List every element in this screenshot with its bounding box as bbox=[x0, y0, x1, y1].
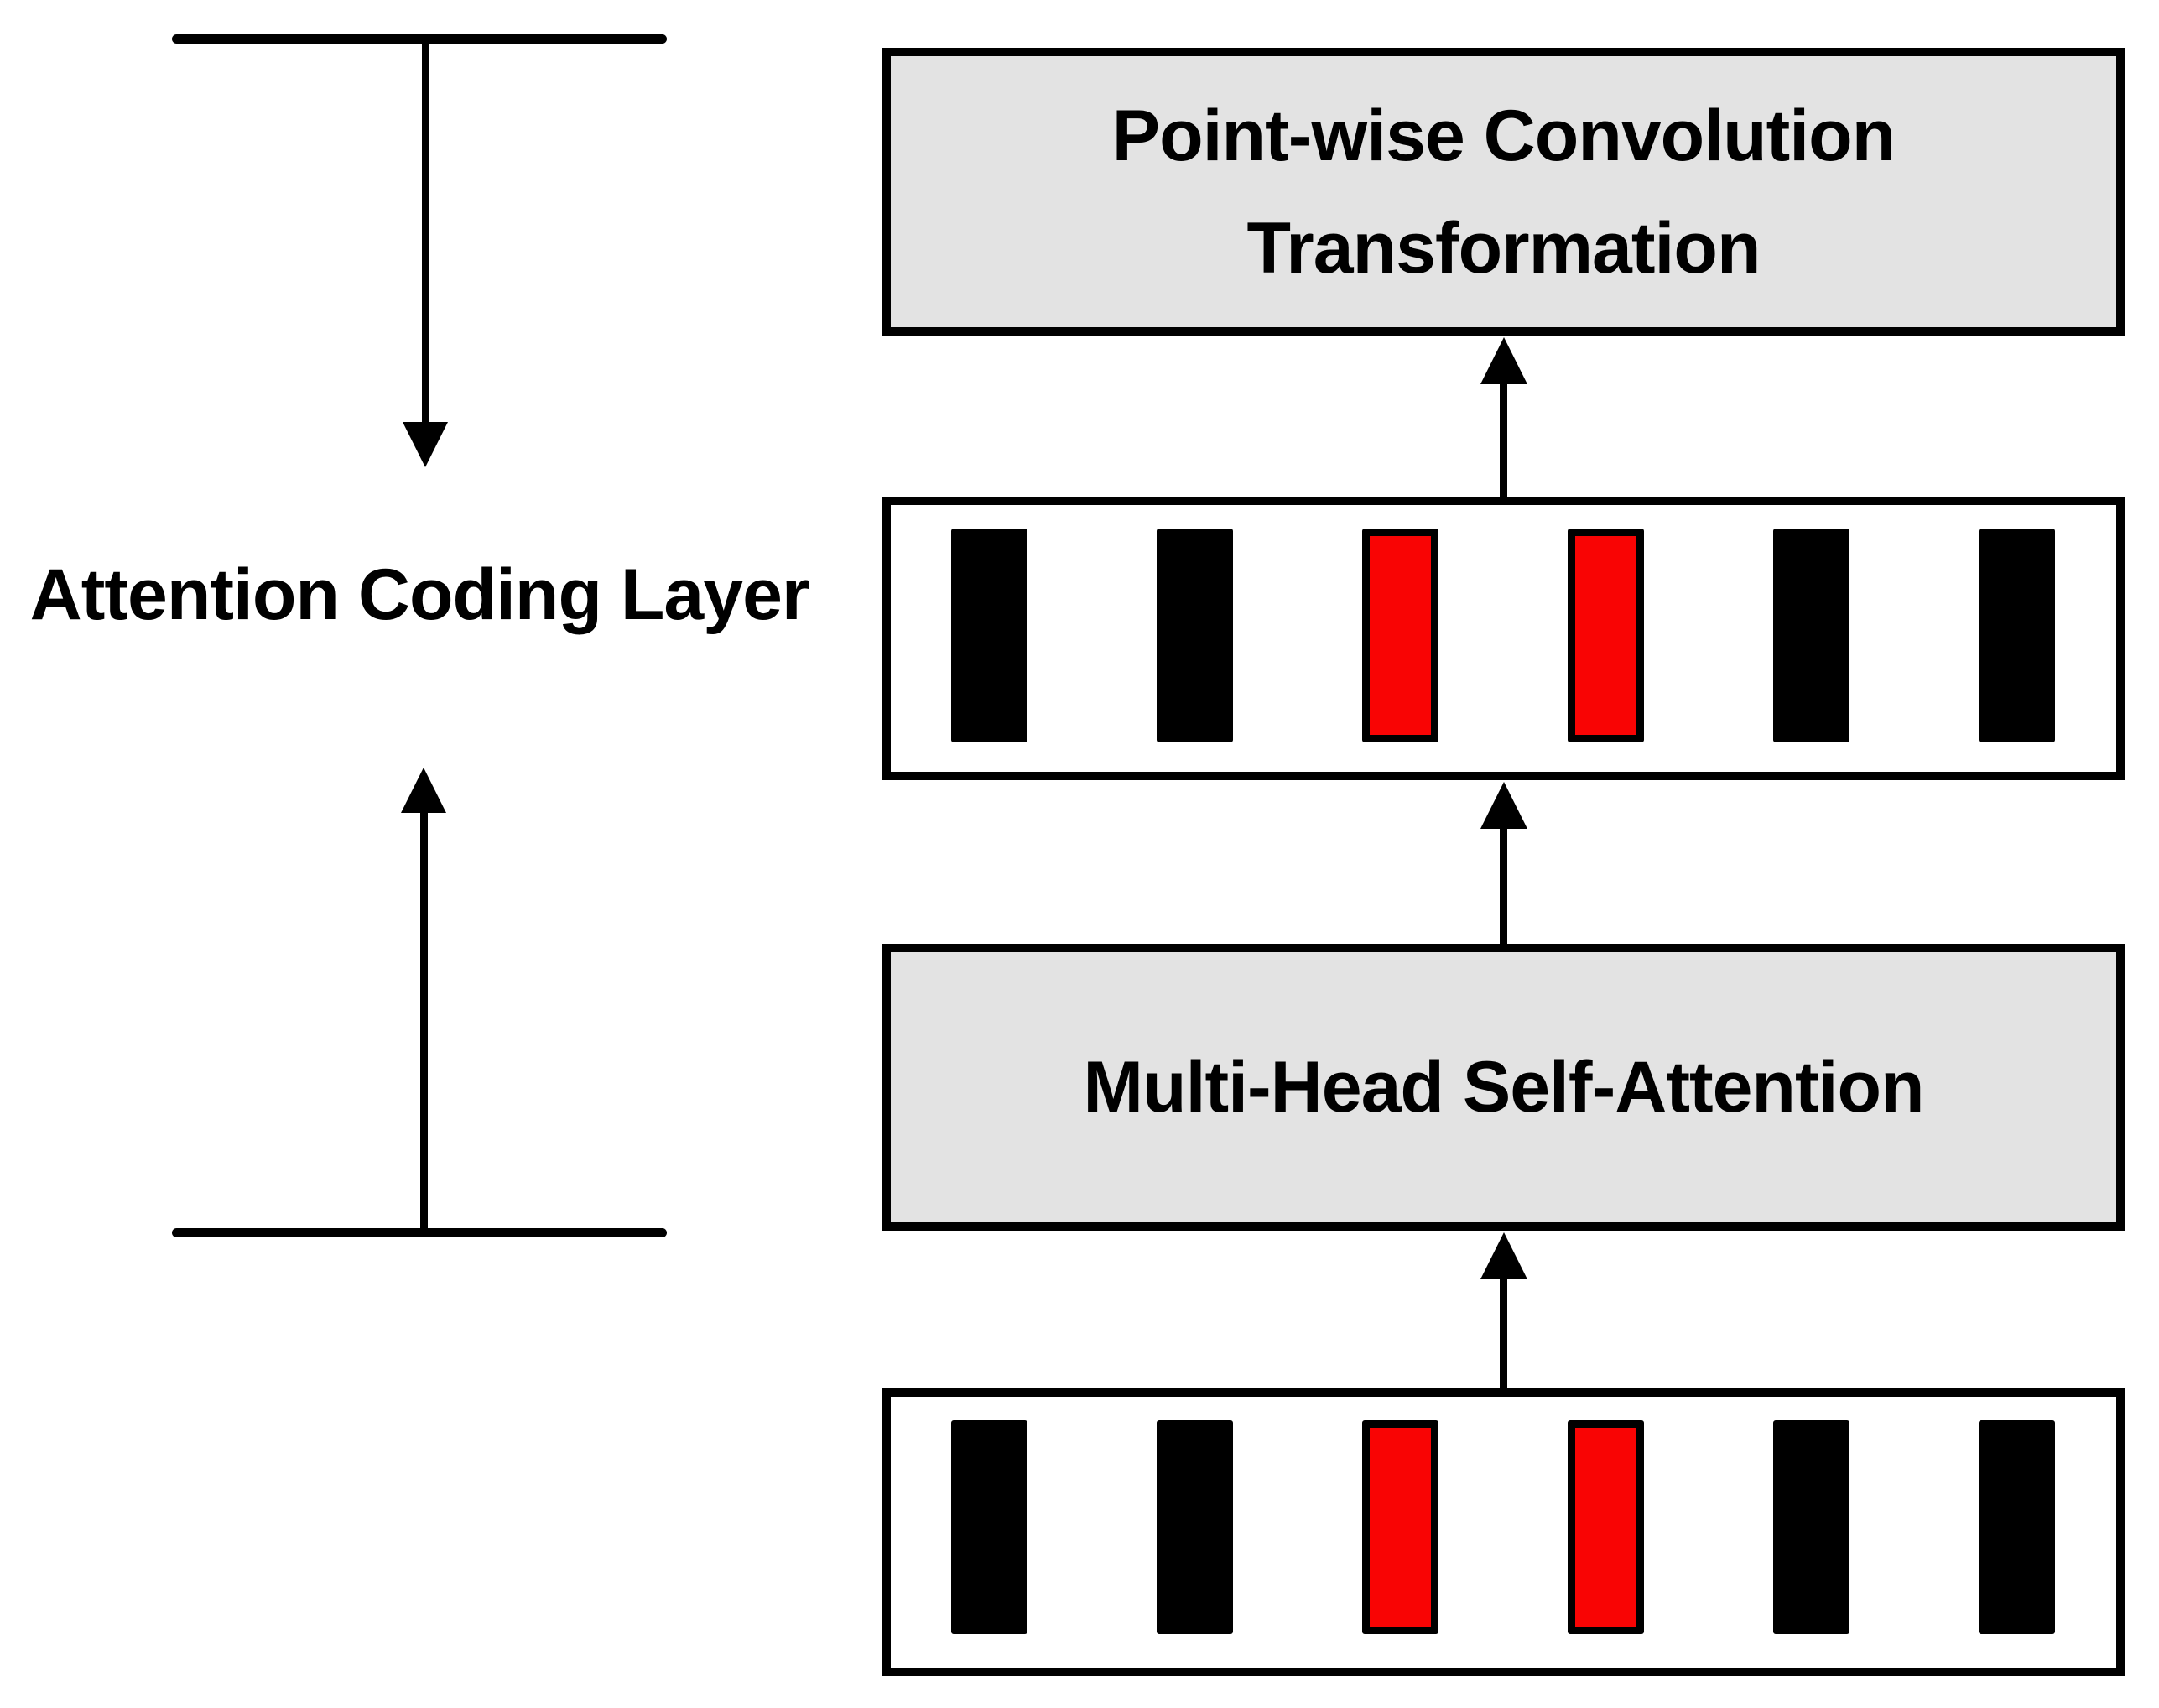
token-strip-top bbox=[882, 497, 2125, 780]
multi-head-self-attention-box: Multi-Head Self-Attention bbox=[882, 944, 2125, 1231]
black-token-bar bbox=[951, 1420, 1027, 1634]
up-arrow-icon bbox=[401, 768, 446, 813]
down-arrow-icon bbox=[403, 422, 448, 467]
flow-arrow-top-shaft bbox=[1500, 381, 1507, 497]
black-token-bar bbox=[1157, 1420, 1233, 1634]
red-token-bar bbox=[1568, 1420, 1644, 1634]
black-token-bar bbox=[1979, 529, 2055, 742]
red-token-bar bbox=[1568, 529, 1644, 742]
multi-head-self-attention-label: Multi-Head Self-Attention bbox=[1083, 1047, 1924, 1127]
pointwise-convolution-box: Point-wise Convolution Transformation bbox=[882, 48, 2125, 336]
flow-arrow-top-icon bbox=[1480, 337, 1527, 384]
black-token-bar bbox=[1773, 1420, 1849, 1634]
up-arrow-shaft bbox=[420, 811, 428, 1232]
down-arrow-shaft bbox=[422, 39, 429, 424]
red-token-bar bbox=[1362, 1420, 1438, 1634]
flow-arrow-bottom-shaft bbox=[1500, 1276, 1507, 1388]
pointwise-convolution-label-line1: Point-wise Convolution bbox=[1111, 95, 1896, 176]
red-token-bar bbox=[1362, 529, 1438, 742]
black-token-bar bbox=[1773, 529, 1849, 742]
flow-arrow-bottom-icon bbox=[1480, 1232, 1527, 1279]
black-token-bar bbox=[1979, 1420, 2055, 1634]
token-strip-bottom bbox=[882, 1388, 2125, 1676]
attention-coding-layer-label: Attention Coding Layer bbox=[29, 555, 810, 635]
flow-arrow-middle-shaft bbox=[1500, 825, 1507, 944]
black-token-bar bbox=[951, 529, 1027, 742]
top-boundary-line bbox=[172, 34, 667, 44]
pointwise-convolution-label-line2: Transformation bbox=[1246, 207, 1761, 289]
flow-arrow-middle-icon bbox=[1480, 782, 1527, 829]
black-token-bar bbox=[1157, 529, 1233, 742]
bottom-boundary-line bbox=[172, 1228, 667, 1237]
